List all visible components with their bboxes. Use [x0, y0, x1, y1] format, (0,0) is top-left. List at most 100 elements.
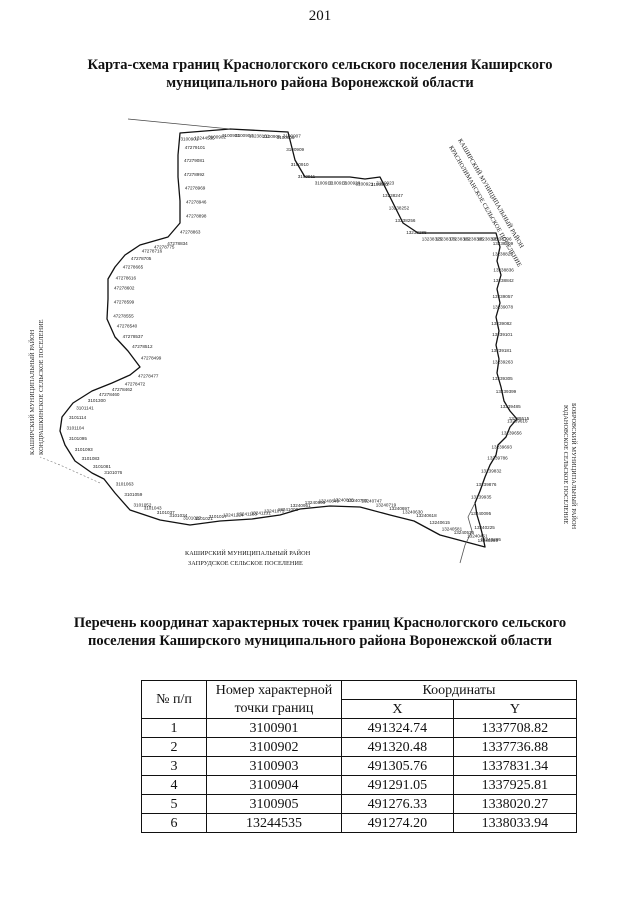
neighbor-east-line2: ЮДАНОВСКОЕ СЕЛЬСКОЕ ПОСЕЛЕНИЕ [562, 405, 569, 524]
coordinates-table: № п/п Номер характерной точки границ Коо… [141, 680, 578, 833]
point-label: 13239693 [492, 444, 513, 449]
point-label: 13240630 [402, 509, 423, 514]
point-label: 3101027 [183, 515, 201, 520]
point-label: 3101021 [195, 516, 213, 521]
point-label: 3101141 [76, 406, 94, 411]
river-line [459, 502, 476, 564]
point-label: 13238256 [395, 218, 416, 223]
row-number: 2 [141, 737, 207, 757]
point-label: 3101063 [116, 482, 134, 487]
row-x: 491276.33 [341, 794, 454, 814]
point-label: 13244535 [194, 135, 215, 140]
point-label: 13240803 [333, 498, 354, 503]
row-y: 1337708.82 [452, 718, 578, 738]
table-row: 4 3100904 491291.05 1337925.81 [141, 775, 578, 795]
row-x: 491291.05 [341, 775, 454, 795]
point-label: 47278472 [125, 381, 146, 386]
row-y: 1338020.27 [452, 794, 578, 814]
point-label: 13239935 [471, 494, 492, 499]
point-label: 47278499 [141, 356, 162, 361]
point-label: 13240747 [361, 499, 382, 504]
point-label: 13238825 [492, 251, 513, 256]
neighbor-west-line2: КОНДРАШКИНСКОЕ СЕЛЬСКОЕ ПОСЕЛЕНИЕ [38, 319, 45, 455]
point-label: 3101052 [134, 502, 152, 507]
page-number: 201 [308, 8, 332, 24]
point-label: 47278599 [114, 300, 135, 305]
point-label: 47278969 [185, 185, 206, 190]
point-label: 3101095 [69, 436, 87, 441]
row-point: 3100901 [206, 718, 342, 738]
point-label: 3101017 [209, 514, 227, 519]
point-label: 13238252 [389, 205, 410, 210]
point-label: 3101300 [88, 398, 106, 403]
row-point: 3100905 [206, 794, 342, 814]
point-label: 13238385 [463, 237, 484, 242]
point-label: 13239515 [509, 416, 530, 421]
point-label: 13240792 [347, 498, 368, 503]
neighbor-south-line2: ЗАПРУДСКОЕ СЕЛЬСКОЕ ПОСЕЛЕНИЕ [188, 560, 303, 567]
point-label: 47278555 [113, 314, 134, 319]
point-label: 3101104 [67, 425, 85, 430]
point-label: 3101037 [157, 510, 175, 515]
point-label: 47278460 [99, 392, 120, 397]
table-title: Перечень координат характерных точек гра… [73, 615, 567, 649]
point-label: 13240849 [319, 499, 340, 504]
point-label: 13240451 [467, 534, 488, 539]
point-labels: 3100901132445353100902310090331009041323… [67, 133, 530, 543]
point-label: 13238395 [477, 237, 498, 242]
point-label: 47278602 [114, 286, 135, 291]
row-point: 3100903 [206, 756, 342, 776]
point-label: 13240259 [478, 538, 499, 543]
row-number: 4 [141, 775, 207, 795]
neighbor-south-line1: КАШИРСКИЙ МУНИЦИПАЛЬНЫЙ РАЙОН [185, 549, 311, 557]
table-row: 1 3100901 491324.74 1337708.82 [141, 718, 578, 738]
point-label: 3101059 [124, 492, 142, 497]
boundary-map-svg: КАШИРСКИЙ МУНИЦИПАЛЬНЫЙ РАЙОН КОНДРАШКИН… [28, 118, 578, 567]
point-label: 13239485 [500, 404, 521, 409]
point-label: 13239057 [493, 294, 514, 299]
point-label: 13240896 [305, 500, 326, 505]
row-y: 1338033.94 [452, 813, 578, 833]
point-label: 13239786 [487, 455, 508, 460]
point-label: 47278834 [167, 241, 188, 246]
corner-line [127, 118, 231, 130]
point-label: 13239078 [493, 305, 514, 310]
row-point: 3100904 [206, 775, 342, 795]
point-label: 13240095 [471, 511, 492, 516]
point-label: 3100906 [277, 135, 295, 140]
point-label: 13240719 [376, 503, 397, 508]
point-label: 13239305 [492, 376, 513, 381]
table-row: 5 3100905 491276.33 1338020.27 [141, 794, 578, 814]
point-label: 47278512 [132, 344, 153, 349]
point-label: 47278477 [138, 374, 159, 379]
point-label: 13240581 [442, 527, 463, 532]
point-label: 13241224 [223, 512, 244, 517]
point-label: 13239263 [493, 360, 514, 365]
point-label: 13238325 [422, 237, 443, 242]
point-label: 3100904 [235, 133, 253, 138]
point-label: 13240295 [481, 537, 502, 542]
point-label: 3101093 [75, 447, 93, 452]
point-label: 3100912 [315, 181, 333, 186]
point-label: 47278716 [142, 249, 163, 254]
table-row: 3 3100903 491305.76 1337831.34 [141, 756, 578, 776]
point-label: 3101076 [104, 470, 122, 475]
point-label: 13241131 [251, 511, 272, 516]
header-x: X [341, 699, 454, 719]
point-label: 3100901 [181, 137, 199, 142]
point-label: 3100911 [298, 174, 316, 179]
point-label: 13238382 [450, 237, 471, 242]
point-label: 47278540 [117, 324, 138, 329]
header-point: Номер характерной точки границ [206, 680, 342, 719]
point-label: 47278537 [123, 334, 144, 339]
neighbor-northeast-line2: КРАСНОЛИМАНСКОЕ СЕЛЬСКОЕ ПОСЕЛЕНИЕ [447, 145, 523, 269]
point-label: 13240535 [454, 530, 475, 535]
point-label: 47278946 [186, 200, 207, 205]
point-label: 47278775 [154, 245, 175, 250]
point-label: 13240615 [430, 520, 451, 525]
point-label: 13239399 [496, 389, 517, 394]
map-title: Карта-схема границ Краснологского сельск… [87, 57, 553, 91]
point-label: 3100922 [371, 182, 389, 187]
point-label: 13241075 [264, 509, 285, 514]
point-label: 13239616 [507, 419, 528, 424]
